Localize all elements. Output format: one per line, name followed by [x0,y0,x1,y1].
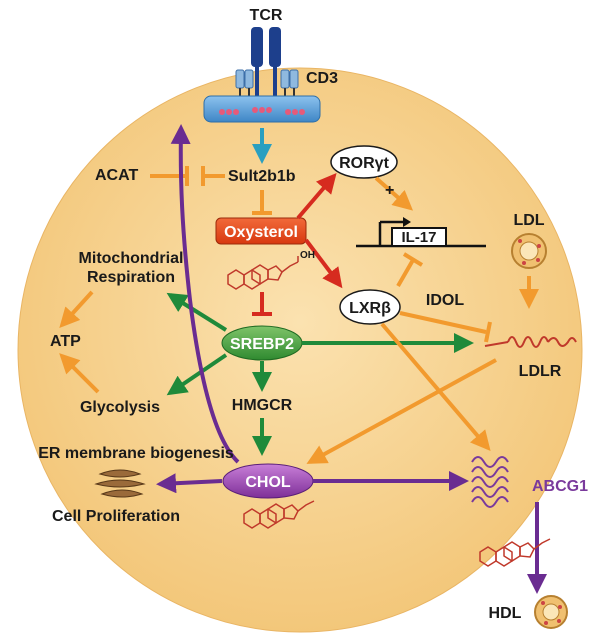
ldl-particle-icon [511,233,547,269]
arrow-mito-to-atp [59,290,94,328]
ldlr-label: LDLR [519,363,562,380]
oh-label: OH [300,250,315,261]
arrow-chol-to-er [156,473,223,494]
cholesterol-molecule-icon [243,500,315,529]
cd3-label: CD3 [306,70,338,87]
arrow-chol-to-membrane [170,124,240,464]
abcg1-label: ABCG1 [532,478,588,495]
il17-gene-icon [356,217,486,248]
hmgcr-label: HMGCR [232,397,293,414]
glycolysis-label: Glycolysis [80,399,160,416]
arrow-lxrb-to-abcg1 [380,322,491,452]
oxysterol-node [215,217,307,245]
idol-label: IDOL [426,292,464,309]
chol-label: CHOL [245,474,291,491]
arrow-oxysterol-to-rorgt [296,172,337,220]
rorgt-label: RORγt [339,155,389,172]
arrow-oxysterol-to-lxrb [304,238,343,289]
ldlr-inhibit-bar [484,321,492,343]
srebp2-label: SREBP2 [230,336,294,353]
lxrb-inhibit-il17 [396,259,415,287]
tcr-receptor-icon [235,27,299,97]
mito-label-line2: Respiration [87,269,175,286]
arrow-ldlr-to-chol [306,358,497,464]
er-membrane-label: ER membrane biogenesis [38,445,234,462]
abcg1-transporter-icon [471,456,509,508]
il17-label: IL-17 [401,229,436,246]
hdl-label: HDL [489,605,522,622]
atp-label: ATP [50,333,81,350]
cell-proliferation-label: Cell Proliferation [52,508,180,525]
arrow-glycolysis-to-atp [59,353,100,394]
cell-body [17,67,583,633]
sult2b1b-label: Sult2b1b [228,168,296,185]
idol-inhibit-ldlr [399,311,487,334]
effluxed-cholesterol-icon [479,538,551,567]
hdl-particle-icon [534,595,568,629]
arrow-srebp2-to-mito [166,292,228,332]
lxrb-label: LXRβ [349,300,391,317]
il17-inhibit-bar [402,252,424,267]
arrow-srebp2-to-glycolysis [166,353,228,396]
mito-label-line1: Mitochondrial [79,250,184,267]
plus-sign: + [385,182,394,199]
tcr-label: TCR [250,7,283,24]
oxysterol-molecule-icon [227,256,299,290]
cholesterol-raft-icon [219,107,305,115]
rorgt-node [330,145,398,179]
acat-label: ACAT [95,167,138,184]
oxysterol-label: Oxysterol [224,224,298,241]
ldlr-receptor-icon [484,336,577,348]
lxrb-node [339,289,401,325]
er-membrane-icon [94,469,146,498]
ldl-label: LDL [513,212,544,229]
arrow-rorgt-to-il17 [374,176,413,211]
